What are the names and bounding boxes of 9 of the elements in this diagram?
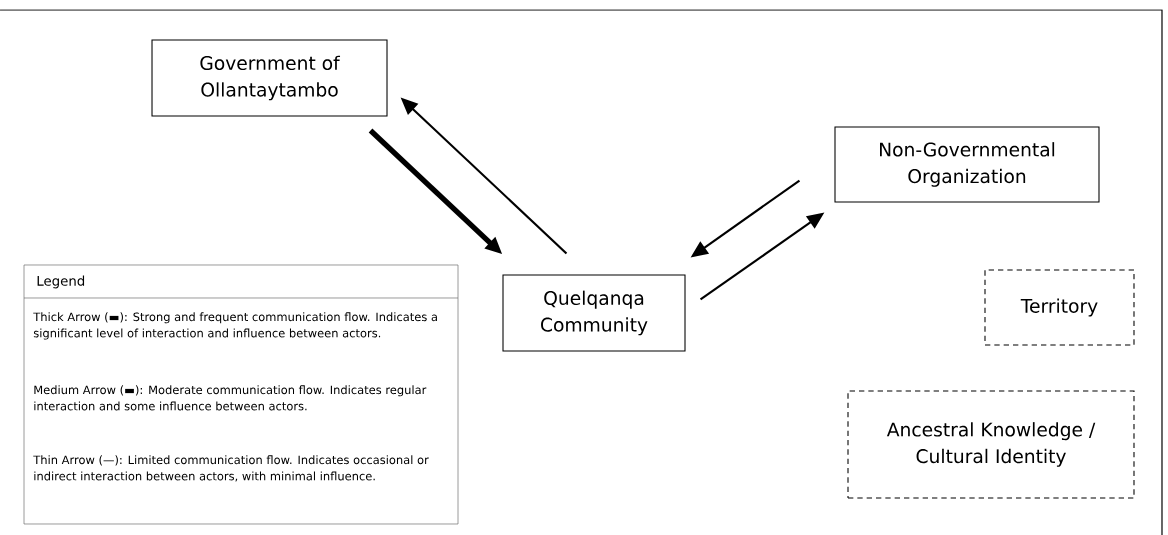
actor-box: Non-Governmental Organization xyxy=(834,126,1100,203)
legend-entry: Thin Arrow (—): Limited communication flow. Indicates occasional or indirect interaction between actors, with minimal influence. xyxy=(33,455,429,482)
actor-box: Quelqanqa Community xyxy=(502,274,686,352)
legend-entry: Thick Arrow (▬): Strong and frequent communication flow. Indicates a significant level of interaction and influence between actors. xyxy=(33,312,437,340)
dashed-box: Territory xyxy=(984,269,1135,346)
legend-entry: Medium Arrow (▬): Moderate communication flow. Indicates regular interaction and some influence between actors. xyxy=(34,385,427,411)
actor-box: Government of Ollantaytambo xyxy=(151,39,388,117)
legend-title: Legend xyxy=(37,275,85,289)
dashed-box: Ancestral Knowledge / Cultural Identity xyxy=(847,390,1135,499)
